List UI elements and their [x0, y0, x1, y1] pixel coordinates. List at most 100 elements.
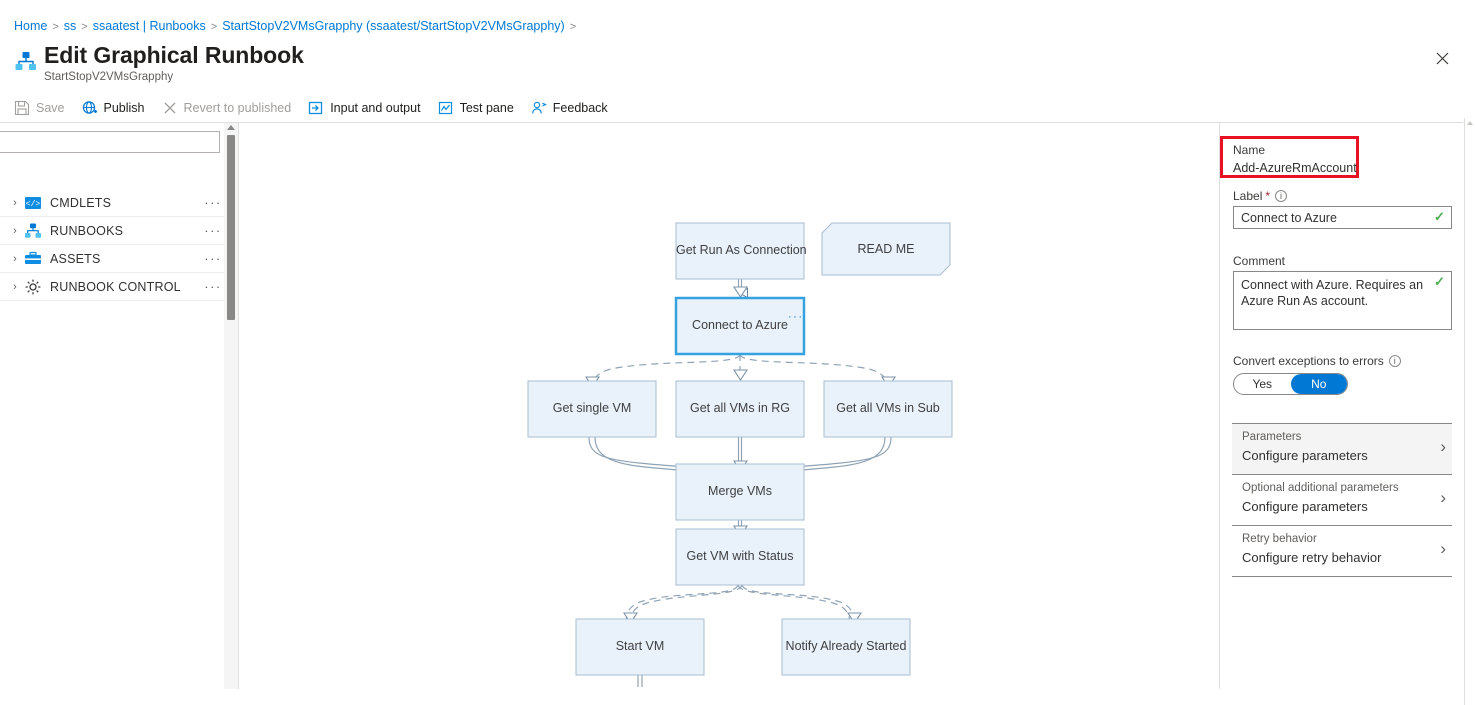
sidebar-item-runbook-control[interactable]: › RUNBOOK CONTROL ···: [0, 273, 228, 301]
node-read-me: [821, 222, 951, 276]
breadcrumb-separator: >: [210, 21, 218, 33]
convert-exceptions-toggle[interactable]: Yes No: [1233, 373, 1348, 395]
more-options-icon[interactable]: ···: [204, 279, 222, 294]
library-scrollbar[interactable]: [224, 123, 238, 689]
breadcrumb-separator: >: [81, 21, 88, 33]
toggle-option-yes[interactable]: Yes: [1252, 377, 1273, 391]
chevron-right-icon[interactable]: ›: [13, 252, 17, 265]
chevron-right-icon[interactable]: ›: [13, 280, 17, 293]
scrollbar-thumb[interactable]: [227, 135, 235, 320]
feedback-icon: [531, 100, 547, 116]
toggle-option-no[interactable]: No: [1290, 374, 1347, 394]
chevron-right-icon[interactable]: ›: [1440, 488, 1446, 507]
input-output-label: Input and output: [330, 101, 421, 115]
node-connect-to-azure: [674, 296, 806, 356]
chevron-right-icon[interactable]: ›: [1440, 437, 1446, 456]
breadcrumb-item-home[interactable]: Home: [14, 19, 48, 33]
publish-label: Publish: [103, 101, 145, 115]
search-input[interactable]: [0, 131, 220, 153]
node-get-single-vm: [527, 380, 657, 438]
breadcrumb-separator: >: [52, 21, 59, 33]
node-notify-already-started: [781, 618, 911, 676]
sidebar-item-label: CMDLETS: [50, 195, 112, 210]
label-field-label: Label* i: [1233, 189, 1288, 203]
more-options-icon[interactable]: ···: [204, 251, 222, 266]
sidebar-item-runbooks[interactable]: › RUNBOOKS ···: [0, 217, 228, 245]
optional-additional-parameters-row[interactable]: Optional additional parameters Configure…: [1232, 474, 1452, 525]
breadcrumb-item-runbook[interactable]: StartStopV2VMsGrapphy (ssaatest/StartSto…: [222, 19, 565, 33]
publish-button[interactable]: Publish: [82, 100, 145, 116]
runbook-icon: [14, 50, 38, 74]
node-get-all-vms-in-sub: [823, 380, 953, 438]
retry-behavior-row-subtitle: Configure retry behavior: [1242, 550, 1382, 565]
input-output-icon: [308, 100, 324, 116]
revert-to-published-button[interactable]: Revert to published: [162, 100, 292, 116]
test-pane-button[interactable]: Test pane: [438, 100, 514, 116]
comment-textarea[interactable]: Connect with Azure. Requires an Azure Ru…: [1233, 271, 1452, 330]
runbook-graph: [527, 222, 953, 687]
assets-icon: [24, 250, 42, 268]
parameters-row-title: Parameters: [1242, 431, 1302, 443]
breadcrumb: Home > ss > ssaatest | Runbooks > StartStopV2V…: [14, 19, 581, 33]
checkmark-icon: ✓: [1434, 209, 1445, 224]
sidebar-item-assets[interactable]: › ASSETS ···: [0, 245, 228, 273]
node-get-all-vms-in-rg: [675, 380, 805, 438]
chevron-right-icon[interactable]: ›: [13, 196, 17, 209]
page-scrollbar[interactable]: [1464, 118, 1475, 705]
sidebar-item-label: RUNBOOK CONTROL: [50, 279, 181, 294]
sidebar-item-cmdlets[interactable]: › </> CMDLETS ···: [0, 189, 228, 217]
name-label: Name: [1233, 143, 1266, 157]
checkmark-icon: ✓: [1434, 274, 1445, 289]
breadcrumb-item-runbooks[interactable]: ssaatest | Runbooks: [92, 19, 206, 33]
save-icon: [14, 100, 30, 116]
chevron-right-icon[interactable]: ›: [1440, 539, 1446, 558]
breadcrumb-separator-trailing: >: [569, 21, 577, 33]
label-input[interactable]: [1233, 206, 1452, 229]
optional-parameters-row-title: Optional additional parameters: [1242, 482, 1399, 494]
save-button[interactable]: Save: [14, 100, 65, 116]
runbook-canvas[interactable]: Get Run As Connection READ ME Connect to…: [239, 123, 1219, 689]
node-layer: [527, 222, 953, 676]
scroll-up-arrow-icon[interactable]: [1467, 121, 1473, 125]
retry-behavior-row[interactable]: Retry behavior Configure retry behavior …: [1232, 525, 1452, 576]
properties-rows-end-divider: [1232, 576, 1452, 577]
command-bar-divider: [0, 122, 1463, 123]
chevron-right-icon[interactable]: ›: [13, 224, 17, 237]
input-and-output-button[interactable]: Input and output: [308, 100, 421, 116]
revert-x-icon: [162, 100, 178, 116]
properties-panel: Name Add-AzureRmAccount Label*i ✓ Commen…: [1219, 123, 1463, 689]
test-pane-label: Test pane: [459, 101, 514, 115]
node-start-vm: [575, 618, 705, 676]
page-subtitle: StartStopV2VMsGrapphy: [44, 71, 174, 83]
comment-field-label: Comment: [1233, 254, 1286, 268]
sidebar-item-label: RUNBOOKS: [50, 223, 124, 238]
runbooks-icon: [24, 222, 42, 240]
convert-exceptions-label: Convert exceptions to errors i: [1233, 354, 1401, 368]
info-icon[interactable]: i: [1388, 355, 1401, 367]
title-more-icon[interactable]: ···: [286, 49, 304, 66]
retry-behavior-row-title: Retry behavior: [1242, 533, 1317, 545]
feedback-label: Feedback: [552, 101, 608, 115]
library-panel: › </> CMDLETS ··· › RUNBOOKS ·: [0, 123, 228, 689]
more-options-icon[interactable]: ···: [204, 195, 222, 210]
more-options-icon[interactable]: ···: [204, 223, 222, 238]
required-asterisk: *: [1265, 189, 1271, 203]
info-icon[interactable]: i: [1275, 190, 1288, 202]
node-merge-vms: [675, 463, 805, 521]
revert-label: Revert to published: [183, 101, 292, 115]
feedback-button[interactable]: Feedback: [531, 100, 608, 116]
runbook-control-gear-icon: [24, 278, 42, 296]
label-field-text: Label: [1233, 189, 1263, 203]
close-icon[interactable]: [1431, 47, 1453, 69]
save-label: Save: [36, 101, 65, 115]
convert-exceptions-text: Convert exceptions to errors: [1233, 354, 1384, 368]
parameters-row[interactable]: Parameters Configure parameters ›: [1232, 423, 1452, 474]
svg-text:</>: </>: [26, 200, 41, 209]
breadcrumb-item-ss[interactable]: ss: [63, 19, 77, 33]
scroll-up-arrow-icon[interactable]: [227, 125, 235, 130]
test-pane-icon: [438, 100, 454, 116]
parameters-row-subtitle: Configure parameters: [1242, 448, 1368, 463]
node-get-run-as-connection: [675, 222, 805, 280]
cmdlets-icon: </>: [24, 194, 42, 212]
node-get-vm-with-status: [675, 528, 805, 586]
